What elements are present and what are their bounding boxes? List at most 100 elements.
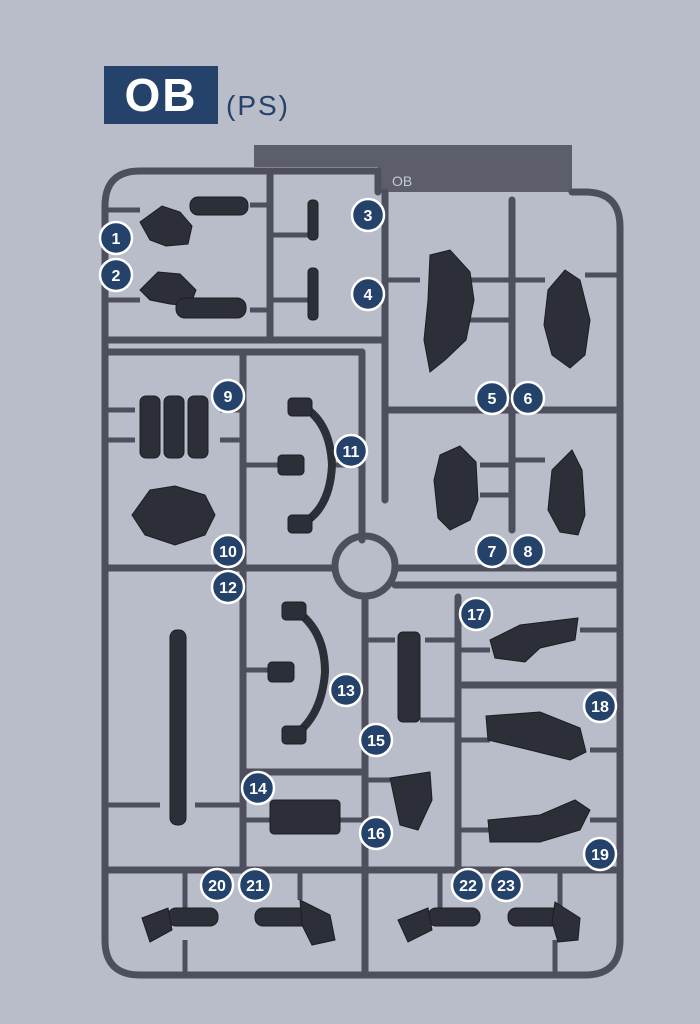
part-21-hand [299, 899, 336, 946]
part-18-shape [485, 711, 587, 761]
part-badge-label: 17 [467, 607, 485, 624]
part-badge-circle [240, 770, 276, 806]
part-badge-label: 23 [497, 878, 515, 895]
part-badge-label: 18 [591, 699, 609, 716]
part-number-4: 4 [350, 276, 386, 312]
part-number-20: 20 [199, 867, 235, 903]
part-badge-label: 8 [524, 544, 533, 561]
part-badge-label: 20 [208, 878, 226, 895]
part-15-shape [397, 631, 421, 723]
part-number-17: 17 [458, 596, 494, 632]
part-number-3: 3 [350, 197, 386, 233]
part-9-shape [139, 395, 209, 459]
part-badge-circle [210, 533, 246, 569]
part-23-hand [551, 901, 581, 943]
part-badge-label: 11 [343, 444, 360, 461]
part-badge-label: 19 [591, 847, 609, 864]
part-16-shape [389, 771, 433, 831]
part-badge-circle [474, 533, 510, 569]
part-badge-label: 5 [488, 391, 497, 408]
part-number-1: 1 [98, 220, 134, 256]
part-22-hand [397, 907, 433, 943]
part-badge-circle [488, 867, 524, 903]
part-13-joint-bottom [281, 725, 307, 745]
part-badge-circle [582, 688, 618, 724]
part-number-12: 12 [210, 569, 246, 605]
part-5-shape [423, 249, 475, 373]
part-4-shape [307, 267, 319, 321]
part-11-joint-mid [277, 454, 305, 476]
part-badge-circle [358, 722, 394, 758]
part-19-shape [487, 799, 591, 843]
part-number-22: 22 [450, 867, 486, 903]
part-badge-label: 12 [219, 580, 237, 597]
part-badge-circle [98, 257, 134, 293]
part-2-cylinder [175, 297, 247, 319]
part-badge-circle [510, 380, 546, 416]
part-13-shape [292, 606, 330, 739]
part-badge-label: 4 [364, 287, 373, 304]
part-13-joint-top [281, 601, 307, 621]
part-8-shape [547, 449, 586, 536]
part-badge-circle [199, 867, 235, 903]
part-14-shape [269, 799, 341, 835]
part-badge-circle [582, 836, 618, 872]
part-badge-circle [474, 380, 510, 416]
part-number-13: 13 [328, 672, 364, 708]
part-number-15: 15 [358, 722, 394, 758]
part-number-14: 14 [240, 770, 276, 806]
sprue-tab [254, 145, 572, 167]
part-badge-label: 6 [524, 391, 533, 408]
part-11-joint-top [287, 397, 313, 417]
part-badge-circle [210, 569, 246, 605]
part-17-shape [489, 617, 579, 663]
part-number-18: 18 [582, 688, 618, 724]
part-6-shape [543, 269, 591, 369]
part-1-shape [139, 205, 193, 247]
sprue-tag-label: OB [392, 173, 412, 189]
part-number-6: 6 [510, 380, 546, 416]
part-badge-circle [450, 867, 486, 903]
part-number-7: 7 [474, 533, 510, 569]
plastic-parts [131, 196, 591, 946]
part-badge-circle [350, 276, 386, 312]
part-badge-label: 7 [488, 544, 497, 561]
part-number-11: 11 [333, 433, 369, 469]
part-badge-label: 10 [219, 544, 237, 561]
sprue-header: OB (PS) [104, 66, 290, 124]
part-22-shape [427, 907, 481, 927]
part-badge-circle [98, 220, 134, 256]
part-number-16: 16 [358, 815, 394, 851]
part-number-19: 19 [582, 836, 618, 872]
part-badge-circle [358, 815, 394, 851]
sprue-code-badge: OB [104, 66, 218, 124]
part-1-cylinder [189, 196, 249, 216]
part-20-shape [167, 907, 219, 927]
part-10-shape [131, 485, 216, 546]
part-badge-label: 22 [459, 878, 477, 895]
part-badge-label: 21 [246, 878, 264, 895]
part-3-shape [307, 199, 319, 241]
part-20-hand [141, 907, 173, 943]
part-badge-label: 16 [367, 826, 385, 843]
part-13-joint-mid [267, 661, 295, 683]
part-badge-circle [237, 867, 273, 903]
part-7-shape [433, 445, 479, 531]
part-badge-label: 9 [224, 389, 233, 406]
material-label: (PS) [226, 90, 290, 121]
part-11-joint-bottom [287, 514, 313, 534]
part-badge-label: 3 [364, 208, 373, 225]
part-12-shape [169, 629, 187, 826]
part-badge-circle [458, 596, 494, 632]
part-11-shape [298, 401, 337, 529]
part-number-2: 2 [98, 257, 134, 293]
part-badge-label: 1 [112, 231, 121, 248]
part-badge-circle [333, 433, 369, 469]
part-number-10: 10 [210, 533, 246, 569]
part-badge-circle [350, 197, 386, 233]
part-number-9: 9 [210, 378, 246, 414]
part-badge-label: 14 [249, 781, 267, 798]
part-badge-label: 13 [337, 683, 355, 700]
